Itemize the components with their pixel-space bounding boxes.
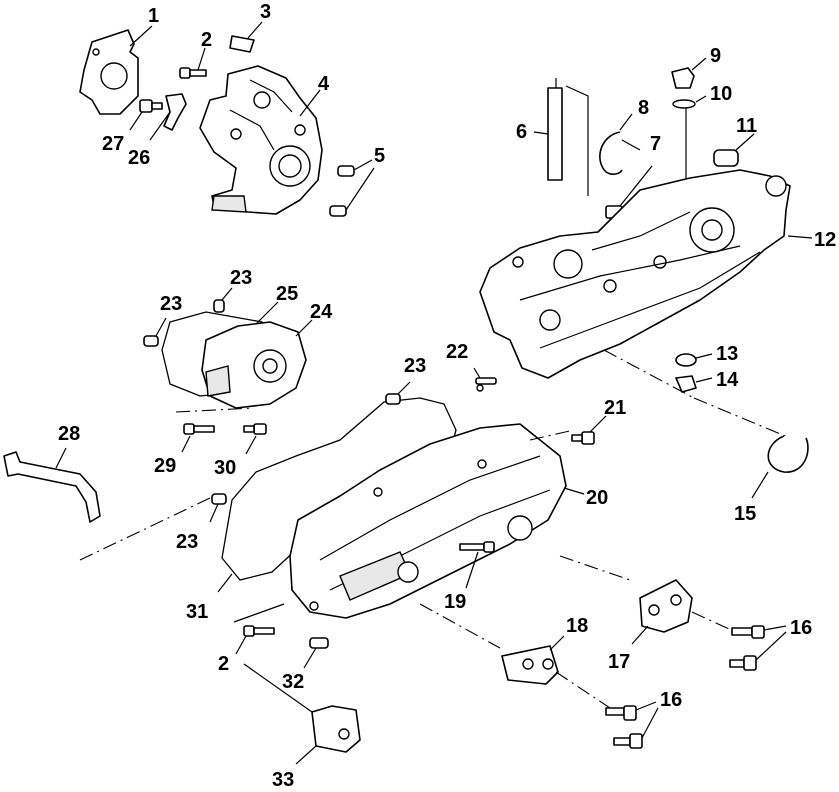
part-2-bolt-top <box>179 47 207 79</box>
callout-23-d: 23 <box>176 531 199 553</box>
part-13-washer <box>675 353 713 367</box>
part-6-pin <box>533 78 589 196</box>
callout-12: 12 <box>814 229 837 251</box>
part-9-cap <box>671 57 707 89</box>
callout-22: 22 <box>446 341 469 363</box>
callout-24: 24 <box>310 301 333 323</box>
callout-25: 25 <box>276 283 299 305</box>
callout-26: 26 <box>128 147 151 169</box>
callout-20: 20 <box>586 487 609 509</box>
part-1-gasket-plate <box>79 25 153 115</box>
part-26-bracket <box>149 93 187 141</box>
callout-2: 2 <box>201 29 213 51</box>
callout-10: 10 <box>710 83 733 105</box>
callout-5: 5 <box>374 145 386 167</box>
callout-28: 28 <box>58 423 81 445</box>
part-32-dowel <box>303 637 329 669</box>
part-5-dowels <box>329 159 375 217</box>
callout-3: 3 <box>260 1 272 23</box>
part-18-bracket <box>501 635 617 713</box>
part-11-sleeve <box>713 133 755 167</box>
part-8-clip <box>599 113 641 175</box>
part-16-bolts <box>605 625 787 749</box>
callout-15: 15 <box>734 503 757 525</box>
part-19-bolt <box>459 541 495 589</box>
part-10-oring <box>672 95 707 190</box>
callout-18: 18 <box>566 615 589 637</box>
callout-27: 27 <box>102 133 125 155</box>
callout-9: 9 <box>710 45 722 67</box>
callout-23-a: 23 <box>230 267 253 289</box>
part-12-crankcase-right <box>479 169 813 439</box>
callout-32: 32 <box>282 671 305 693</box>
part-23-dowels-upper <box>143 287 233 347</box>
callout-6: 6 <box>516 121 528 143</box>
callout-21: 21 <box>604 397 627 419</box>
callout-11: 11 <box>736 115 758 137</box>
part-14-plug <box>675 375 713 393</box>
part-21-bolt <box>571 415 607 445</box>
part-24-cover <box>201 319 313 409</box>
callout-29: 29 <box>154 455 177 477</box>
callout-31: 31 <box>186 601 209 623</box>
part-29-30-bolts <box>175 407 267 455</box>
part-3-pad <box>229 21 263 53</box>
part-22-screws <box>473 367 497 392</box>
callout-1: 1 <box>148 5 160 27</box>
part-20-main-cover <box>289 423 631 649</box>
part-17-bracket <box>631 579 741 645</box>
callout-4: 4 <box>318 73 330 95</box>
callout-17: 17 <box>608 651 631 673</box>
callout-33: 33 <box>272 769 295 791</box>
callout-13: 13 <box>716 343 739 365</box>
callout-14: 14 <box>716 369 739 391</box>
callout-16-right: 16 <box>790 617 813 639</box>
callout-19: 19 <box>444 591 467 613</box>
part-15-snap-ring <box>751 435 809 499</box>
part-23-dowels-lower <box>209 381 411 523</box>
part-4-crankcase-left <box>199 65 323 215</box>
part-27-bolt <box>129 99 163 131</box>
callout-23-c: 23 <box>404 355 427 377</box>
callout-2-lower: 2 <box>218 653 230 675</box>
callout-23-b: 23 <box>160 293 183 315</box>
callout-16-lower: 16 <box>660 689 683 711</box>
part-28-pipe <box>3 447 211 561</box>
callout-30: 30 <box>214 457 237 479</box>
callout-7: 7 <box>650 133 662 155</box>
part-2-bolt-lower <box>235 625 275 655</box>
callout-8: 8 <box>638 97 650 119</box>
part-33-bracket <box>233 603 361 765</box>
